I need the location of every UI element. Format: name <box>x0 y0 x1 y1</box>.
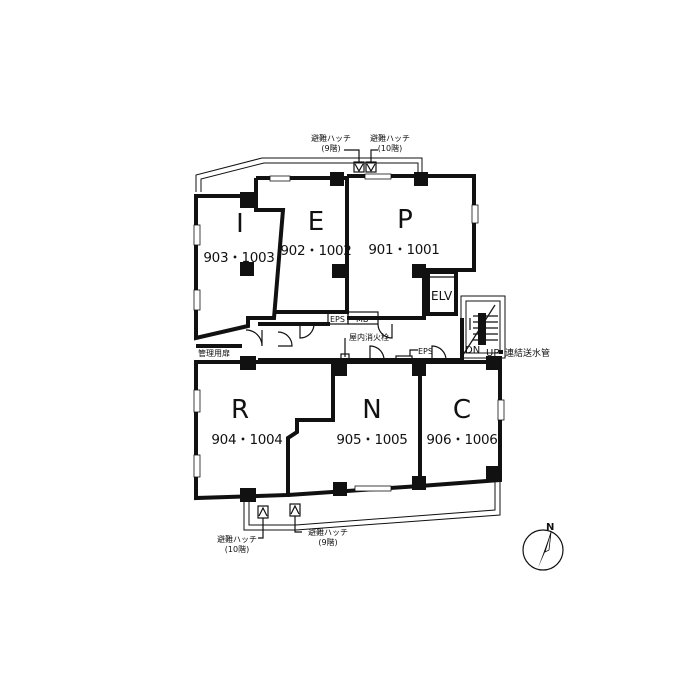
unit-C-letter: C <box>453 395 471 425</box>
hydrant-label: 屋内消火栓 <box>349 332 389 342</box>
compass-icon <box>522 529 564 571</box>
stair-dn-label: DN <box>465 345 480 356</box>
unit-R-number: 904・1004 <box>211 432 282 448</box>
hatch-bottom-10-name: 避難ハッチ <box>217 534 257 544</box>
hatch-top-10-floor: (10階) <box>378 143 402 153</box>
unit-E-letter: E <box>308 207 324 237</box>
stair-block <box>460 295 506 359</box>
windows <box>193 173 505 492</box>
elevator-label: ELV <box>431 289 453 303</box>
stair-up-label: UP <box>486 348 499 359</box>
unit-C-number: 906・1006 <box>426 432 497 448</box>
unit-N-number: 905・1005 <box>336 432 407 448</box>
unit-E-number: 902・1002 <box>280 243 351 259</box>
bottom-balcony <box>243 480 501 531</box>
eps-right-label: EPS <box>418 347 433 356</box>
utility-boxes <box>327 311 379 325</box>
unit-I-letter: I <box>236 209 244 239</box>
kanri-door-label: 管理用扉 <box>198 348 230 358</box>
unit-N-letter: N <box>362 395 381 425</box>
mb-label: MB <box>356 315 368 324</box>
unit-R-letter: R <box>231 395 249 425</box>
hatch-top-9-floor: (9階) <box>321 143 340 153</box>
doors <box>245 323 447 361</box>
unit-P-number: 901・1001 <box>368 242 439 258</box>
standpipe-label: 連結送水管 <box>505 347 550 359</box>
compass-north-label: N <box>546 522 554 533</box>
eps-top-label: EPS <box>330 315 345 324</box>
hatch-top-9-name: 避難ハッチ <box>311 133 351 143</box>
hatch-bottom-10-floor: (10階) <box>225 544 249 554</box>
top-hatches <box>344 149 378 173</box>
unit-I-number: 903・1003 <box>203 250 274 266</box>
hatch-bottom-9-name: 避難ハッチ <box>308 527 348 537</box>
hatch-bottom-9-floor: (9階) <box>318 537 337 547</box>
unit-P-letter: P <box>397 205 413 235</box>
columns <box>240 172 502 502</box>
bottom-hatches <box>257 503 302 539</box>
top-balcony <box>195 157 423 192</box>
hatch-top-10-name: 避難ハッチ <box>370 133 410 143</box>
